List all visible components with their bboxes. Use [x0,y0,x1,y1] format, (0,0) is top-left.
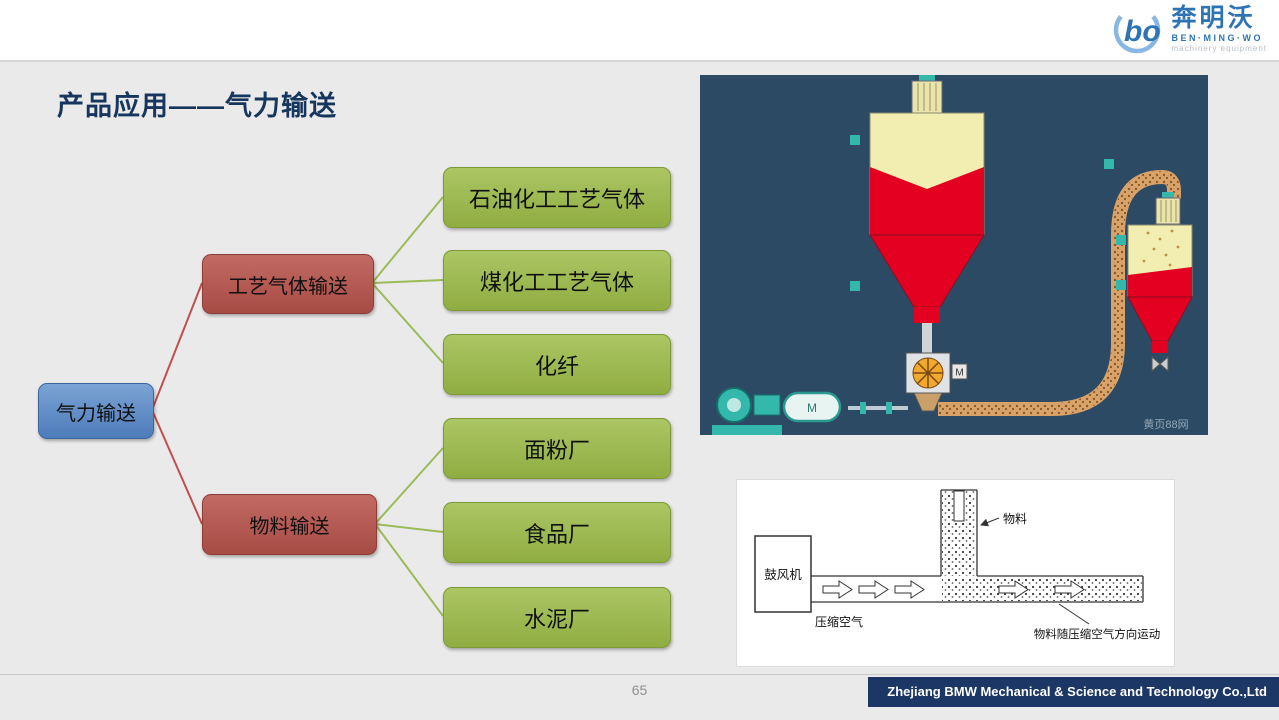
principle-diagram-image: 鼓风机 压缩空气 物料 物料随压缩空气方向运动 [737,480,1174,666]
logo-text: 奔明沃 BEN·MING·WO machinery equipment [1171,3,1267,54]
tree-leaf: 面粉厂 [443,418,671,479]
tree-leaf: 化纤 [443,334,671,395]
compressed-air-label: 压缩空气 [815,614,863,629]
page-number: 65 [631,682,648,698]
motor-label: M [955,368,963,379]
right-hopper [1104,159,1193,373]
footer-divider [0,674,1279,675]
logo: bo 奔明沃 BEN·MING·WO machinery equipment [1108,4,1267,54]
brand-name: 奔明沃 [1171,3,1256,32]
brand-mark: bo [1124,15,1161,48]
tree-leaf: 煤化工工艺气体 [443,250,671,311]
conveying-pipe [938,169,1181,416]
brand-sub: BEN·MING·WO [1171,33,1264,44]
blower-box: 鼓风机 [754,535,812,613]
brand-tagline: machinery equipment [1171,44,1267,54]
material-label: 物料 [1003,512,1027,526]
tank-motor-label: M [807,401,817,415]
tree-leaf: 石油化工工艺气体 [443,167,671,228]
page-title: 产品应用——气力输送 [57,91,337,121]
blower-label: 鼓风机 [764,568,802,582]
system-diagram-image: M M [700,75,1208,435]
flow-note-leader-line [1058,603,1090,625]
watermark: 黄页88网 [1143,417,1188,431]
red-branch-lines [151,282,203,525]
material-leader-line [980,517,1000,527]
green-branch-lines [371,196,444,617]
tree-node-root: 气力输送 [38,383,154,439]
flow-arrows [822,580,1085,599]
blower-pump [712,387,782,435]
duct-outline [811,489,1144,603]
logo-mark-icon: bo [1113,6,1161,54]
header-bar: bo 奔明沃 BEN·MING·WO machinery equipment [0,0,1279,62]
air-tank: M [782,391,908,423]
left-hopper [850,75,985,353]
tree-leaf: 食品厂 [443,502,671,563]
rotary-valve: M [905,352,968,412]
tree-node-branch-1: 工艺气体输送 [202,254,374,314]
material-fill [942,490,1142,601]
footer-company: Zhejiang BMW Mechanical & Science and Te… [868,677,1279,707]
flow-note-label: 物料随压缩空气方向运动 [1034,627,1161,641]
tree-leaf: 水泥厂 [443,587,671,648]
tree-node-branch-2: 物料输送 [202,494,377,555]
falling-material [1142,229,1180,267]
